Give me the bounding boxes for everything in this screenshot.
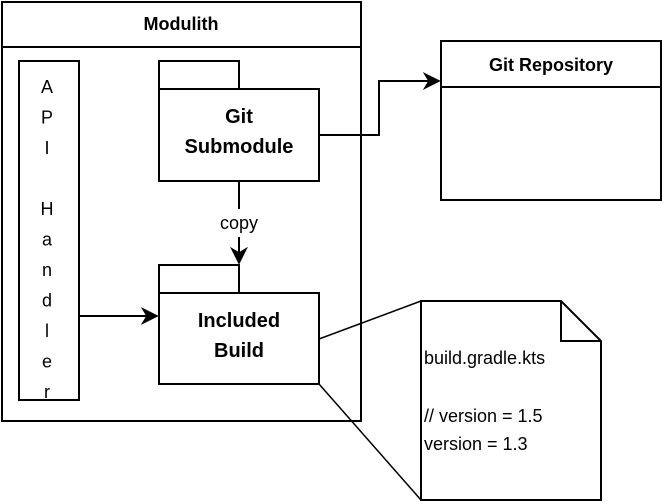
- note-callout-line-top: [318, 300, 422, 340]
- note-line-version: version = 1.3: [424, 434, 528, 454]
- api-handler-letter: a: [42, 230, 53, 250]
- copy-edge[interactable]: copy: [220, 181, 258, 265]
- api-handler-letter: H: [41, 199, 54, 219]
- api-handler-letter: d: [42, 291, 52, 311]
- git-submodule-label-line1: Git: [225, 106, 253, 128]
- api-handler-letter: r: [44, 382, 50, 402]
- included-build-label-line2: Build: [214, 340, 264, 362]
- git-repository-box[interactable]: Git Repository: [440, 40, 662, 201]
- note-filename: build.gradle.kts: [424, 348, 545, 368]
- included-build-box[interactable]: Included Build: [158, 264, 320, 385]
- api-handler-letter: P: [41, 108, 53, 128]
- modulith-title: Modulith: [144, 14, 219, 34]
- git-repository-title: Git Repository: [489, 55, 613, 75]
- included-build-label-line1: Included: [198, 310, 280, 332]
- build-gradle-note[interactable]: build.gradle.kts // version = 1.5 versio…: [420, 300, 602, 501]
- api-handler-letter: I: [44, 138, 49, 158]
- api-handler-letter: A: [41, 77, 53, 97]
- api-handler-letter: l: [45, 321, 49, 341]
- note-line-commented-version: // version = 1.5: [424, 406, 543, 426]
- submodule-to-repository-edge[interactable]: [319, 72, 441, 136]
- git-submodule-box[interactable]: Git Submodule: [158, 60, 320, 182]
- api-handler-letter: n: [42, 260, 52, 280]
- note-callout-line-bottom: [318, 383, 422, 501]
- copy-edge-label: copy: [220, 213, 258, 233]
- git-submodule-label-line2: Submodule: [185, 136, 294, 158]
- api-handler-letter: e: [42, 352, 52, 372]
